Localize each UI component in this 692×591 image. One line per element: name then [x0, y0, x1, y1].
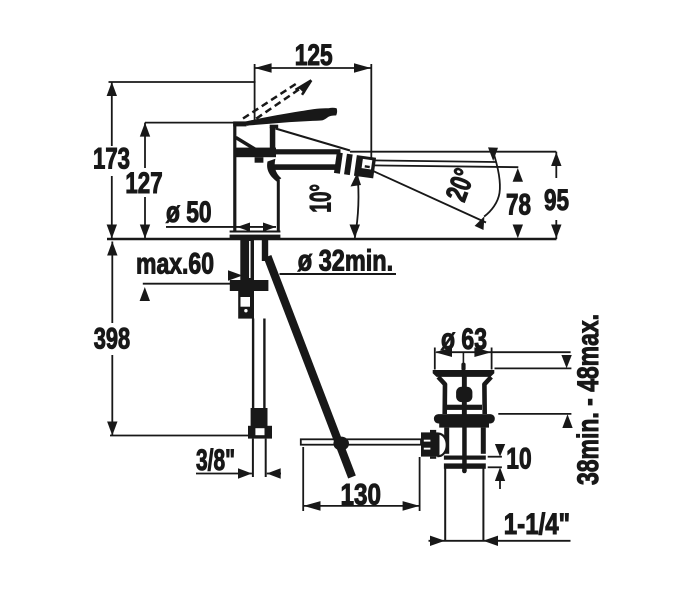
- svg-text:125: 125: [295, 39, 333, 72]
- svg-text:130: 130: [341, 479, 382, 512]
- svg-text:1-1/4": 1-1/4": [504, 508, 570, 541]
- svg-text:ø 32min.: ø 32min.: [298, 244, 393, 277]
- svg-text:10°: 10°: [305, 184, 338, 213]
- svg-text:398: 398: [94, 323, 130, 356]
- svg-text:ø 63: ø 63: [441, 323, 487, 356]
- svg-text:3/8": 3/8": [196, 444, 235, 477]
- svg-text:127: 127: [125, 167, 162, 200]
- svg-text:95: 95: [544, 184, 569, 217]
- svg-text:10: 10: [506, 443, 531, 476]
- svg-text:38min. - 48max.: 38min. - 48max.: [572, 314, 605, 485]
- svg-text:173: 173: [93, 143, 130, 176]
- svg-text:ø 50: ø 50: [166, 196, 212, 229]
- svg-text:78: 78: [506, 188, 531, 221]
- svg-text:max.60: max.60: [136, 247, 214, 280]
